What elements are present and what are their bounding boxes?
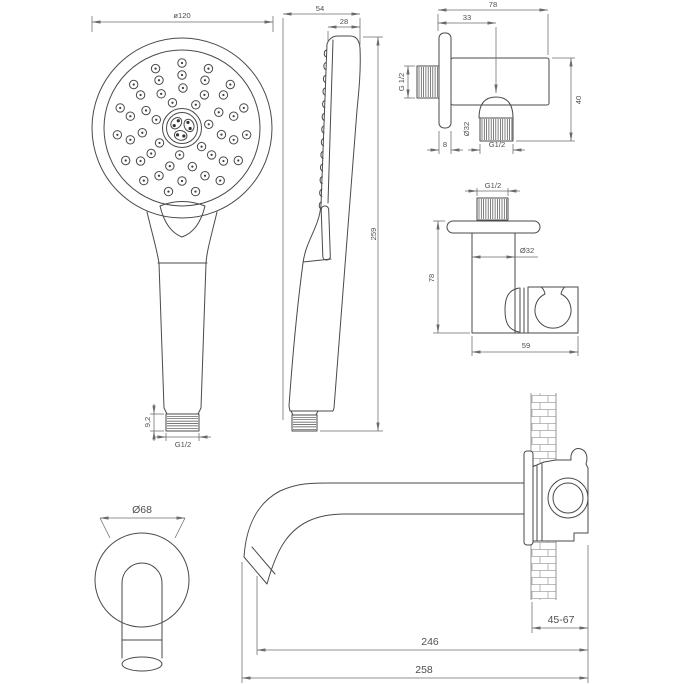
- nozzle-pattern: [112, 58, 252, 197]
- dim-label-total-height: 259: [369, 228, 378, 241]
- dim-label-wall-range: 45-67: [548, 614, 575, 626]
- spout-side-view: 45-67 246 258: [241, 393, 589, 683]
- dim-label-inlet-thread: G 1/2: [397, 73, 406, 92]
- hand-shower-side-view: 54 28 259: [282, 4, 383, 432]
- dim-label-elbow-width: 78: [489, 0, 497, 9]
- spout-wall-flange: [523, 450, 534, 546]
- spout-tube-side: [243, 482, 525, 585]
- elbow-body: [450, 57, 550, 106]
- center-jet-inner: [166, 112, 198, 144]
- elbow-wall-plate: [438, 32, 452, 129]
- dim-label-spout-total: 258: [415, 664, 433, 676]
- dim-label-side-depth: 54: [316, 4, 324, 13]
- dim-label-head-diameter: ø120: [173, 11, 190, 20]
- elbow-outlet-thread: [479, 117, 514, 142]
- bracket-collar: [536, 463, 543, 542]
- dim-label-holder-height: 78: [427, 274, 436, 282]
- spout-rosette: [94, 532, 190, 628]
- dim-label-head-depth: 28: [340, 17, 348, 26]
- side-seam: [302, 258, 332, 263]
- faceplate-edge: [327, 39, 334, 204]
- dim-label-thread-length: 9,2: [143, 417, 152, 428]
- spout-mouth: [121, 656, 163, 672]
- side-handle-thread: [291, 414, 318, 432]
- hanging-hole: [159, 201, 206, 238]
- handle-thread: [165, 413, 200, 432]
- holder-bracket: [527, 286, 579, 334]
- dim-label-elbow-height: 40: [574, 96, 583, 104]
- bracket-ring-outer: [547, 477, 589, 519]
- dim-label-elbow-offset: 33: [463, 13, 471, 22]
- threaded-connections: [165, 65, 514, 432]
- dim-label-outlet-thread: G1/2: [489, 140, 505, 149]
- center-jet-outer: [162, 108, 202, 148]
- holder-collar: [519, 287, 525, 333]
- dim-label-holder-thread: G1/2: [485, 181, 501, 190]
- holder-cone: [504, 287, 520, 333]
- dim-label-handle-thread: G1/2: [175, 440, 191, 449]
- mode-button: [320, 205, 331, 261]
- shower-face-outline: [103, 49, 261, 207]
- bracket-ring-inner: [552, 482, 584, 514]
- elbow-inlet-thread: [416, 65, 440, 99]
- hand-shower-front-view: ø120 9,2 G1/2: [91, 11, 274, 449]
- side-thread-shoulder: [290, 410, 319, 416]
- side-nozzle-bumps: [318, 49, 327, 210]
- holder-flange: [446, 220, 541, 234]
- holder-clip-ring: [534, 286, 572, 329]
- dim-label-column-diameter: Ø32: [520, 246, 534, 255]
- center-jet-lobes: [170, 116, 195, 141]
- side-profile: [288, 35, 361, 412]
- dim-label-spout-reach: 246: [421, 636, 439, 648]
- wall-elbow-view: 78 33 G 1/2 Ø32 8 G1/2 40: [397, 0, 583, 154]
- dim-label-plate-thickness: 8: [443, 140, 447, 149]
- handle-outline: [146, 211, 218, 415]
- dim-label-rosette-diameter: Ø68: [132, 504, 152, 516]
- shower-holder-view: G1/2 Ø32 78 59: [427, 181, 579, 356]
- dim-label-elbow-rosette-diameter: Ø32: [462, 122, 471, 136]
- dim-label-holder-depth: 59: [522, 341, 530, 350]
- elbow-outlet-dome: [478, 96, 514, 119]
- spout-front-view: Ø68: [94, 504, 190, 672]
- spout-tube-front: [121, 562, 163, 659]
- holder-thread: [476, 197, 509, 221]
- shower-head-outline: [91, 37, 273, 219]
